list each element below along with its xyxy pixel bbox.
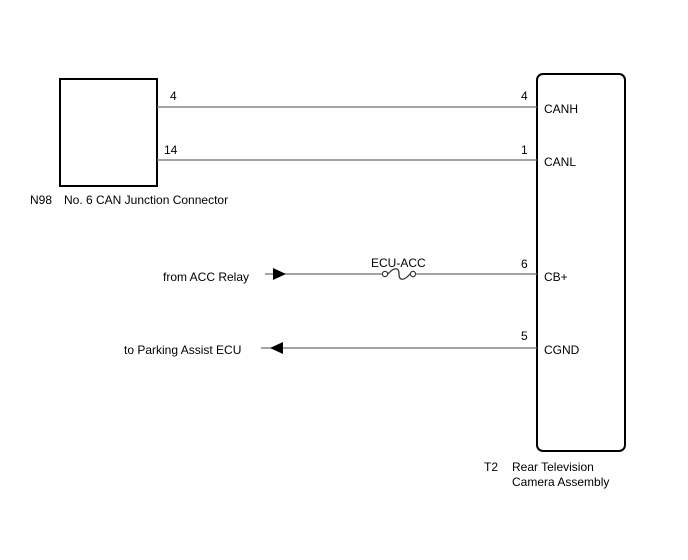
t2-pin-6: 6 [521, 257, 528, 271]
t2-code: T2 [484, 460, 498, 474]
t2-name-line1: Rear Television [512, 460, 594, 474]
t2-signal-canh: CANH [544, 102, 578, 116]
fuse-icon [387, 268, 411, 280]
fuse-terminal-right [409, 270, 417, 278]
t2-connector-box [536, 73, 626, 452]
t2-pin-1: 1 [521, 143, 528, 157]
acc-relay-label: from ACC Relay [163, 270, 249, 284]
n98-connector-box [59, 78, 158, 187]
t2-signal-cb-plus: CB+ [544, 270, 568, 284]
t2-signal-canl: CANL [544, 155, 576, 169]
arrow-left-icon [270, 342, 283, 354]
n98-pin-14: 14 [164, 143, 178, 157]
fuse-label: ECU-ACC [371, 256, 426, 270]
t2-name-line2: Camera Assembly [512, 475, 609, 489]
t2-pin-4: 4 [521, 89, 528, 103]
n98-code: N98 [30, 193, 52, 207]
fuse-terminal-left [381, 270, 389, 278]
n98-pin-4: 4 [170, 89, 177, 103]
n98-name: No. 6 CAN Junction Connector [64, 193, 228, 207]
parking-assist-label: to Parking Assist ECU [124, 343, 241, 357]
t2-pin-5: 5 [521, 329, 528, 343]
t2-signal-cgnd: CGND [544, 343, 580, 357]
arrow-right-icon [273, 268, 286, 280]
